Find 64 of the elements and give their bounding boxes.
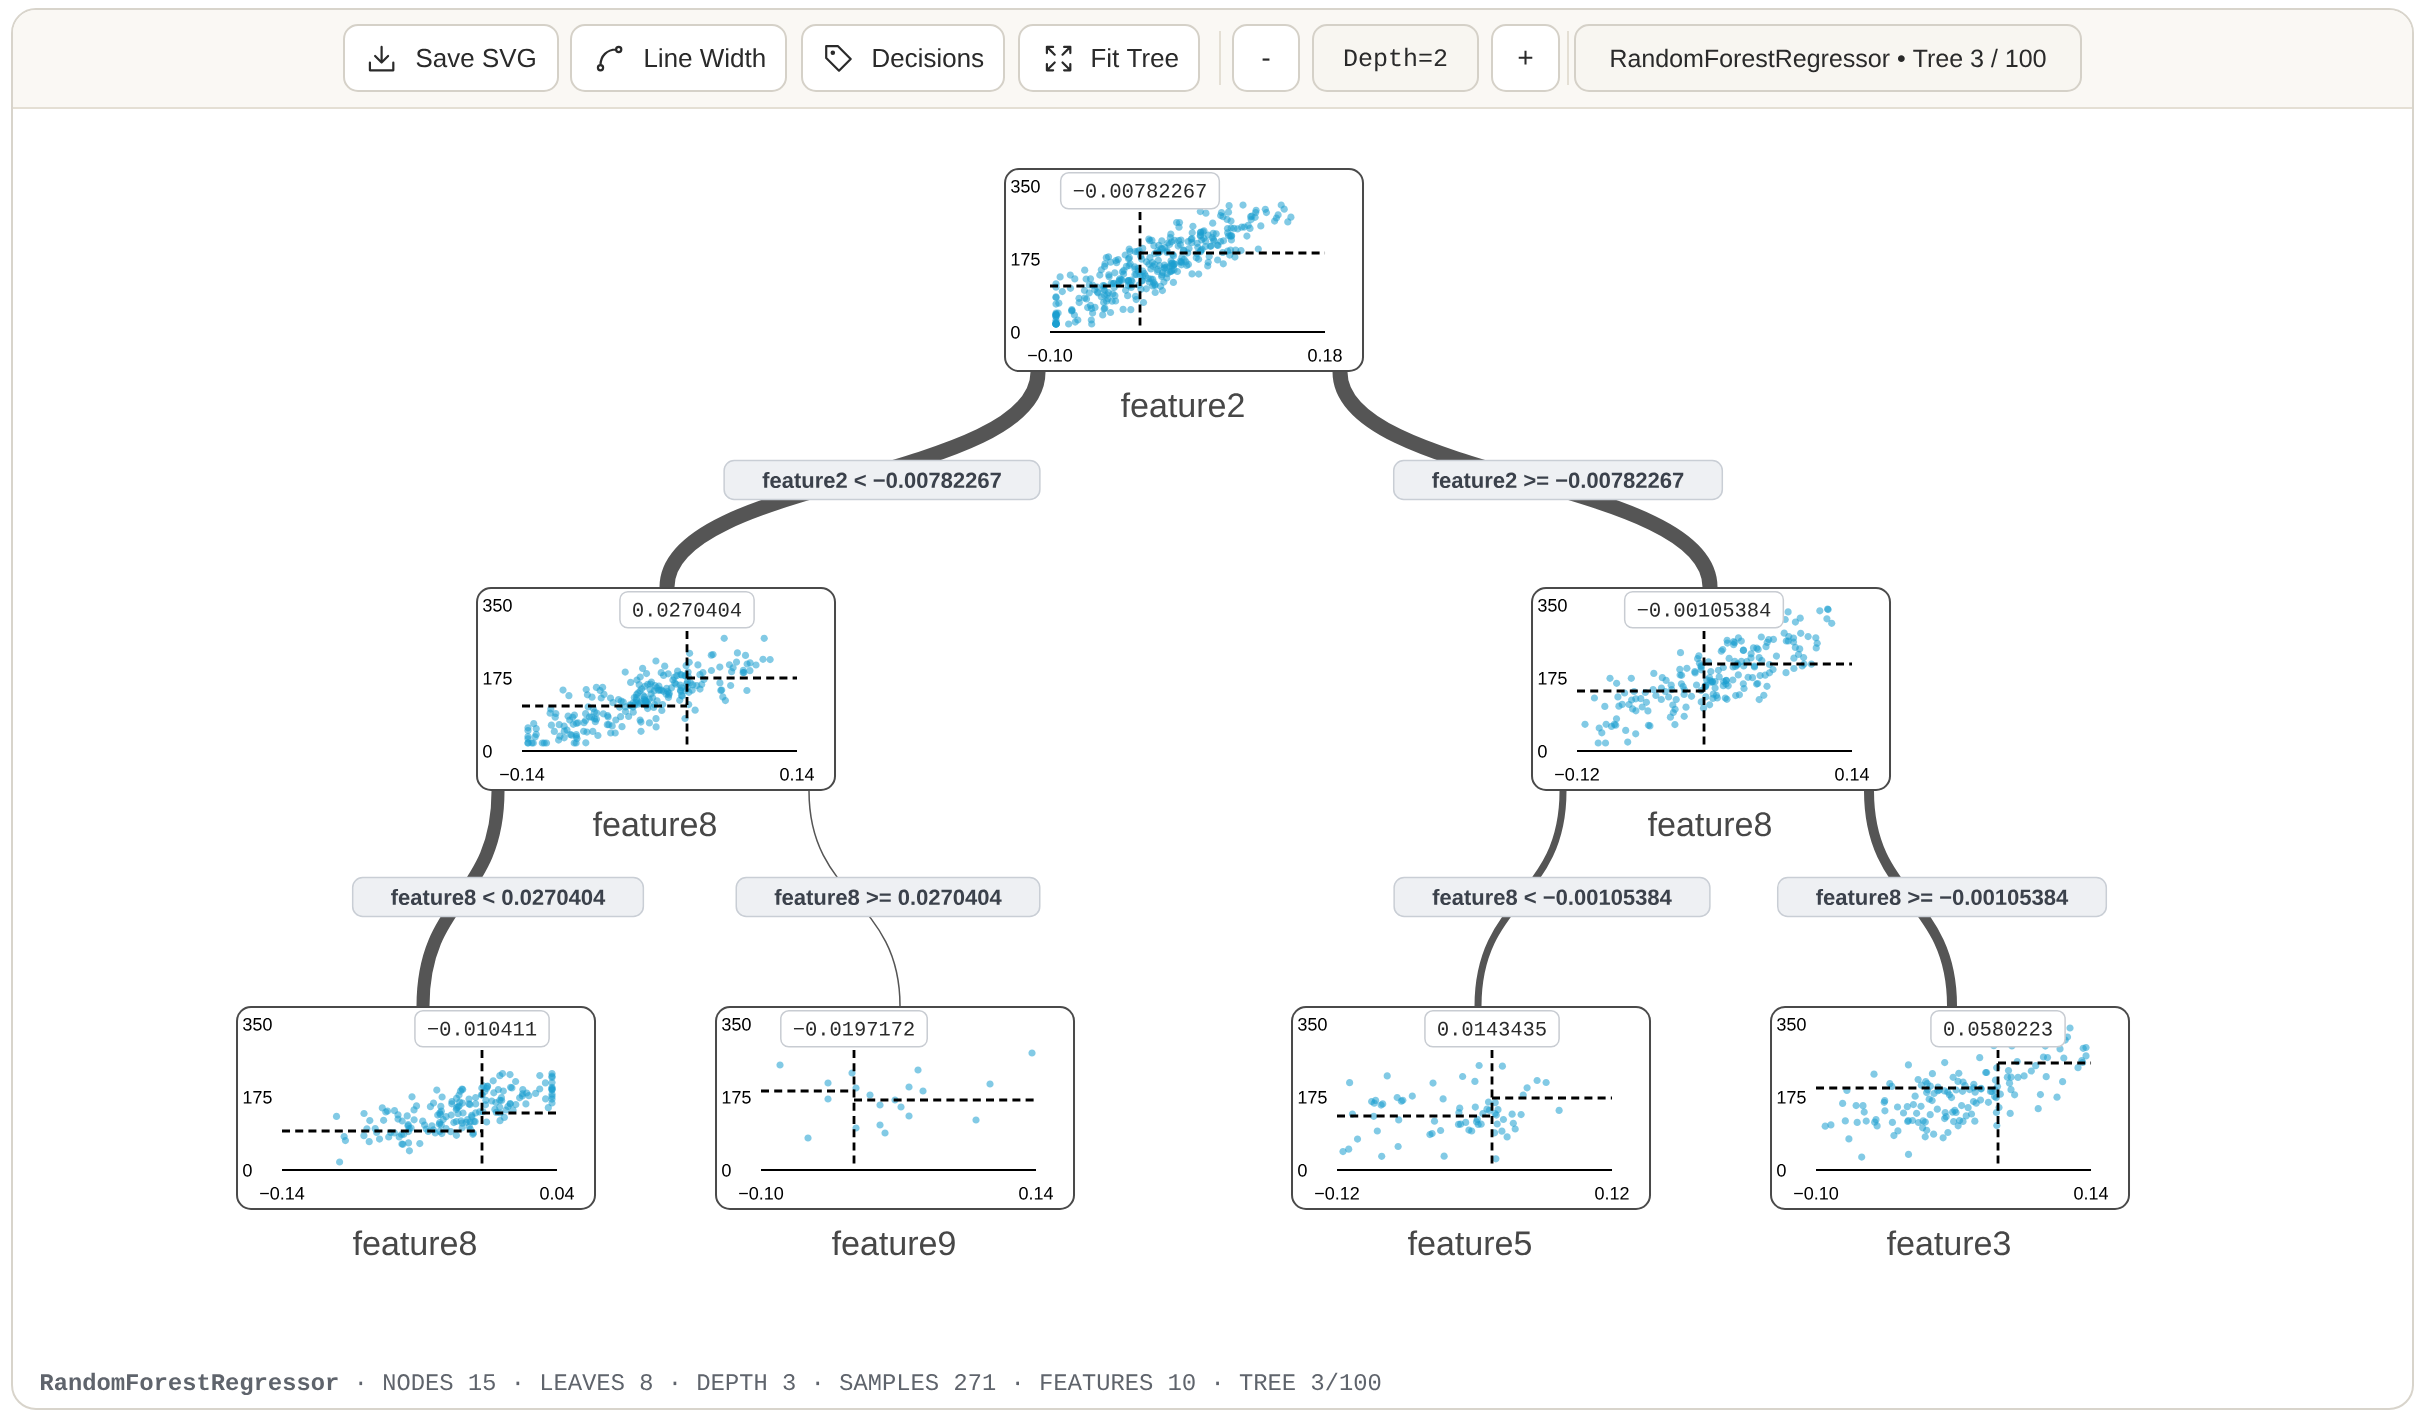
axis-tick-label: −0.14 — [500, 767, 545, 781]
fit-tree-button: Fit Tree — [1018, 24, 1200, 92]
edge-label: feature8 >= 0.0270404 — [735, 876, 1041, 918]
axis-tick-label: 175 — [722, 1091, 751, 1104]
value-badge: −0.00782267 — [1059, 172, 1221, 210]
feature-name: feature5 — [1408, 1230, 1531, 1256]
feature-name: feature8 — [1648, 811, 1771, 837]
edge-label: feature8 < −0.00105384 — [1393, 876, 1711, 918]
axis-tick-label: 350 — [1298, 1017, 1327, 1031]
axis-tick-label: 0 — [1298, 1163, 1307, 1177]
value-badge: 0.0270404 — [619, 591, 755, 629]
axis-tick-label: 350 — [483, 598, 512, 612]
axis-tick-label: 0 — [1538, 744, 1547, 758]
footer-summary: RandomForestRegressor · NODES 15 · LEAVES 8 · DEPTH 3 · SAMPLES 271 · FEATURES 10 · TREE 3/100 — [41, 1372, 1381, 1396]
axis-tick-label: −0.10 — [739, 1186, 784, 1200]
axis-tick-label: −0.14 — [260, 1186, 305, 1200]
value-badge: −0.010411 — [414, 1010, 550, 1048]
value-badge: 0.0580223 — [1930, 1010, 2066, 1048]
axis-tick-label: 175 — [1538, 672, 1567, 685]
axis-tick-label: −0.10 — [1028, 348, 1073, 362]
axis-tick-label: 0.12 — [1595, 1186, 1629, 1200]
value-badge: 0.0143435 — [1424, 1010, 1560, 1048]
model-badge: RandomForestRegressor • Tree 3 / 100 — [1574, 24, 2082, 92]
axis-tick-label: 175 — [243, 1091, 272, 1104]
axis-tick-label: 175 — [483, 672, 512, 685]
value-badge: −0.00105384 — [1623, 591, 1785, 629]
axis-tick-label: 0 — [243, 1163, 252, 1177]
axis-tick-label: 0.14 — [780, 767, 814, 781]
minus-button: - — [1232, 24, 1300, 92]
axis-tick-label: 0.14 — [2074, 1186, 2108, 1200]
edge-label: feature8 >= −0.00105384 — [1776, 876, 2108, 918]
save-button: Save SVG — [343, 24, 559, 92]
edge-label: feature8 < 0.0270404 — [351, 876, 645, 918]
feature-name: feature8 — [353, 1230, 476, 1256]
axis-tick-label: 0 — [1011, 325, 1020, 339]
axis-tick-label: 0 — [1777, 1163, 1786, 1177]
axis-tick-label: −0.12 — [1555, 767, 1599, 781]
axis-tick-label: 0.14 — [1019, 1186, 1053, 1200]
value-badge: −0.0197172 — [780, 1010, 928, 1048]
axis-tick-label: 0.18 — [1308, 348, 1342, 362]
axis-tick-label: 0 — [483, 744, 492, 758]
axis-tick-label: 350 — [722, 1017, 751, 1031]
line-width-button: Line Width — [570, 24, 787, 92]
plus-button: + — [1491, 24, 1560, 92]
edge-label: feature2 < −0.00782267 — [723, 459, 1041, 501]
axis-tick-label: −0.10 — [1794, 1186, 1839, 1200]
feature-name: feature2 — [1121, 392, 1244, 418]
feature-name: feature9 — [832, 1230, 955, 1256]
axis-tick-label: 175 — [1777, 1091, 1806, 1104]
depth-indicator: Depth=2 — [1312, 24, 1479, 92]
axis-tick-label: 0 — [722, 1163, 731, 1177]
axis-tick-label: 0.14 — [1835, 767, 1869, 781]
axis-tick-label: 350 — [1538, 598, 1567, 612]
edge-label: feature2 >= −0.00782267 — [1392, 459, 1724, 501]
axis-tick-label: 175 — [1298, 1091, 1327, 1104]
axis-tick-label: 350 — [243, 1017, 272, 1031]
axis-tick-label: 350 — [1011, 179, 1040, 193]
feature-name: feature8 — [593, 811, 716, 837]
axis-tick-label: 0.04 — [540, 1186, 574, 1200]
axis-tick-label: 350 — [1777, 1017, 1806, 1031]
axis-tick-label: 175 — [1011, 253, 1040, 266]
feature-name: feature3 — [1887, 1230, 2010, 1256]
decisions-button: Decisions — [801, 24, 1005, 92]
axis-tick-label: −0.12 — [1315, 1186, 1359, 1200]
